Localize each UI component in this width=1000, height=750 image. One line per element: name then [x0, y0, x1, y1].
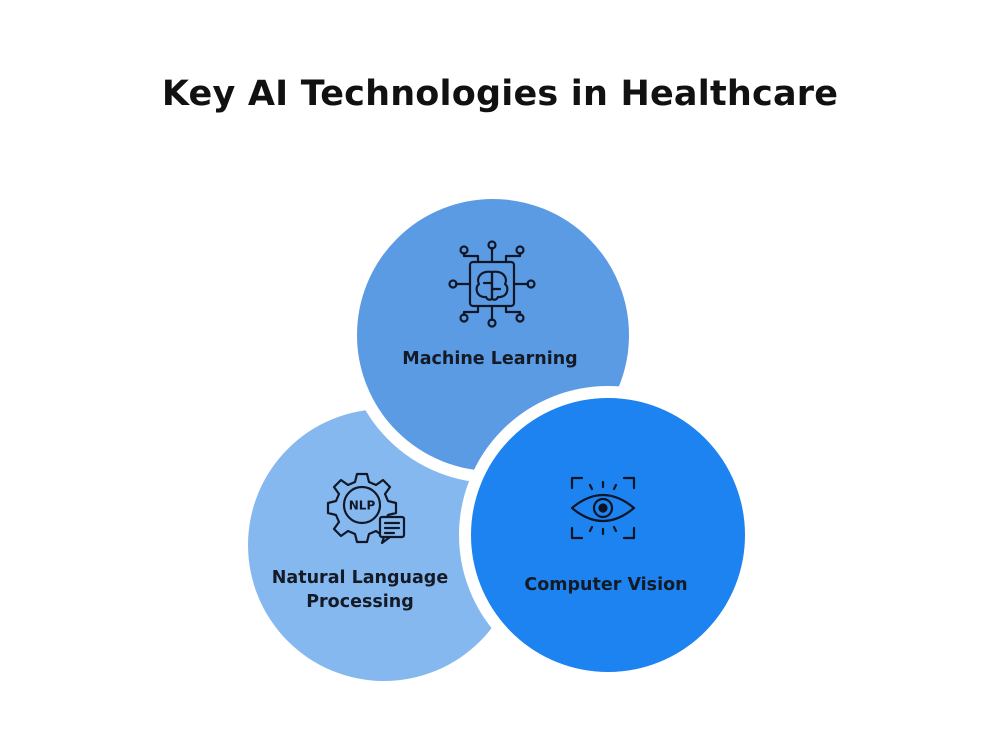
nlp-label-line-1: Natural Language — [271, 568, 449, 588]
computer-vision-circle — [459, 386, 757, 684]
nlp-label-line-2: Processing — [306, 592, 414, 612]
machine-learning-label: Machine Learning — [402, 349, 578, 369]
eye-scan-icon — [570, 476, 636, 540]
page-title: Key AI Technologies in Healthcare — [161, 74, 839, 114]
computer-vision-label: Computer Vision — [524, 575, 688, 595]
nlp-gear-icon: NLP — [326, 472, 406, 545]
nlp-icon-text: NLP — [349, 499, 376, 513]
nlp-label: Natural Language Processing — [245, 566, 475, 614]
ai-chip-icon — [448, 240, 536, 328]
